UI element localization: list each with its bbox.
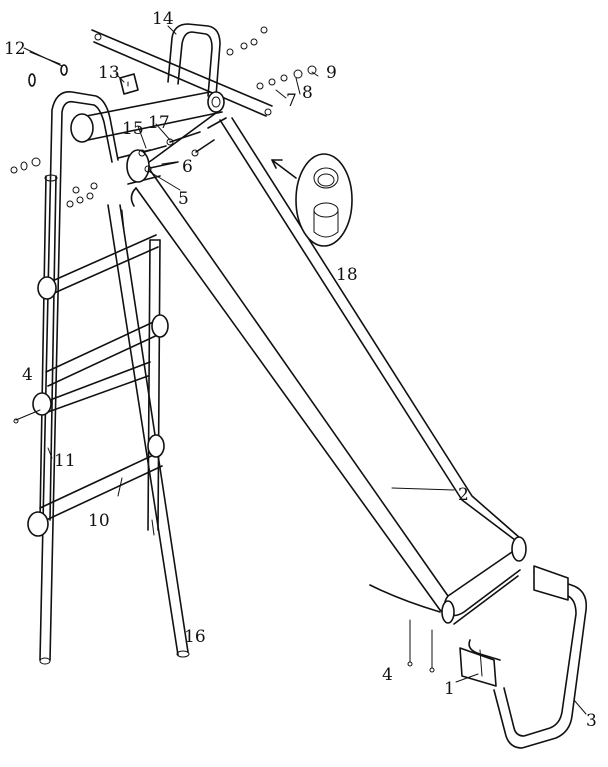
label-11: 11 <box>54 451 76 471</box>
ladder-frame <box>27 91 190 665</box>
leader-lines <box>23 25 587 715</box>
label-8: 8 <box>302 83 313 103</box>
label-15: 15 <box>122 119 144 139</box>
label-4-bottom: 4 <box>382 665 393 685</box>
label-2: 2 <box>458 485 469 505</box>
label-3: 3 <box>586 711 597 731</box>
label-17: 17 <box>148 113 170 133</box>
label-6: 6 <box>182 157 193 177</box>
label-16: 16 <box>184 627 206 647</box>
label-18: 18 <box>336 265 358 285</box>
label-13: 13 <box>98 63 120 83</box>
part-labels: 14 12 13 9 8 7 15 17 6 5 18 4 11 2 10 16… <box>4 9 597 731</box>
detail-18-cap <box>271 153 353 247</box>
label-12: 12 <box>4 39 26 59</box>
label-9: 9 <box>326 63 337 83</box>
label-1: 1 <box>444 679 455 699</box>
label-10: 10 <box>88 511 110 531</box>
exit-frame <box>459 565 588 749</box>
hardware <box>10 26 435 673</box>
top-tube-assembly <box>28 23 273 185</box>
label-7: 7 <box>286 91 297 111</box>
label-5: 5 <box>178 189 189 209</box>
label-14: 14 <box>152 9 174 29</box>
label-4-left: 4 <box>22 365 33 385</box>
slide-bed <box>129 109 527 625</box>
